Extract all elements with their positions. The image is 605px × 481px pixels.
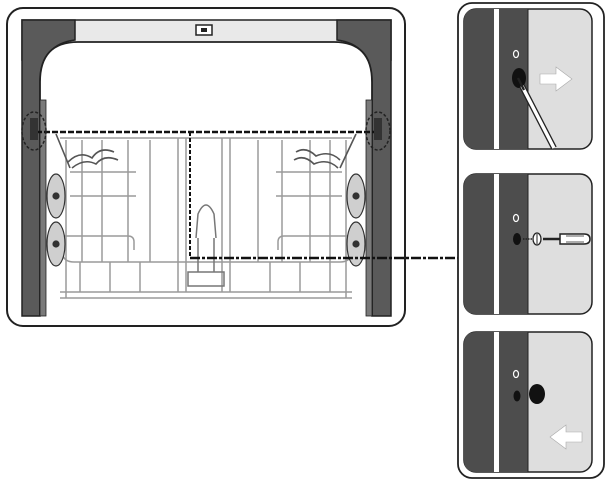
tub-inner-opening: [39, 41, 373, 316]
spray-arm-mount: [187, 204, 225, 287]
pilot-hole: [512, 369, 520, 379]
screw-hole: [513, 390, 521, 402]
detail-step-2: [463, 173, 593, 315]
arrow-left-icon: [549, 424, 583, 450]
screwdriver-icon: [516, 77, 557, 150]
detail-step-1: [463, 8, 593, 150]
screw-icon: [523, 232, 542, 246]
screwdriver-icon: [543, 233, 591, 245]
left-adjuster-highlight: [21, 111, 47, 151]
cup-shelves: [55, 133, 357, 169]
detail-step-3: [463, 331, 593, 473]
pilot-hole: [512, 213, 520, 223]
rack-wheels: [46, 173, 366, 267]
left-rack-rail: [39, 99, 47, 317]
detail-panel: [457, 2, 605, 479]
right-adjuster-highlight: [365, 111, 391, 151]
screw-hole: [513, 233, 521, 245]
dishwasher-front-view: [6, 7, 458, 327]
cover-cap-icon: [529, 384, 545, 404]
upper-rack: [60, 137, 353, 299]
pilot-hole: [512, 49, 520, 59]
arrow-right-icon: [539, 66, 573, 92]
right-rack-rail: [365, 99, 373, 317]
